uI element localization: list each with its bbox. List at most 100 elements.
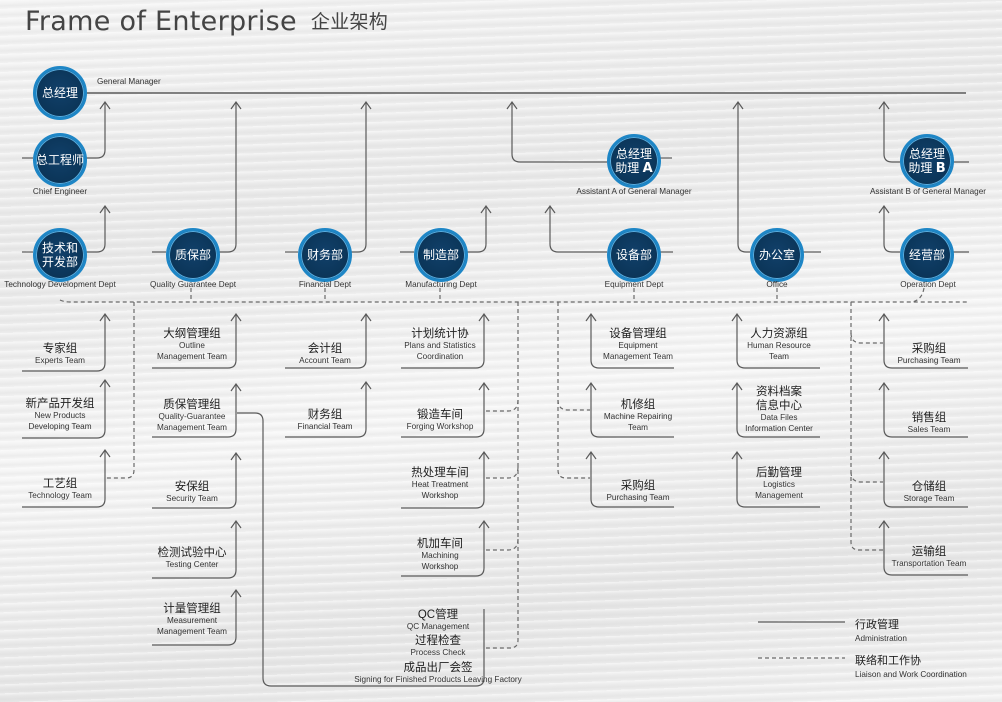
node-assistant-b-text: 总经理助理 B <box>908 147 945 176</box>
liaison-op-purchasing <box>850 332 883 344</box>
quality-dept-cn: 质保部 <box>174 248 211 262</box>
node-operation-dept[interactable]: 经营部 <box>900 228 954 282</box>
team-name-en: Purchasing Team <box>606 493 670 502</box>
team-name-cn: 设备管理组 <box>609 328 667 340</box>
equipment-dept-label: Equipment Dept <box>604 280 664 289</box>
team-name-cn: 仓储组 <box>911 481 947 493</box>
arrow-head-icon <box>878 100 890 110</box>
operation-team-1 <box>883 383 968 438</box>
team-name-en: Equipment <box>618 341 658 350</box>
finance-to-gm <box>349 102 367 253</box>
operation-dept-cn: 经营部 <box>908 248 945 262</box>
team-name-cn: 热处理车间 <box>411 467 469 479</box>
node-chief-engineer[interactable]: 总工程师 <box>33 133 87 187</box>
arrow-head-icon <box>731 312 743 322</box>
manufacturing-team-3 <box>401 521 485 577</box>
manufacturing-dept-label: Manufacturing Dept <box>405 280 477 289</box>
tech-dev-cn-line1: 技术和 <box>41 241 78 255</box>
team-name-cn: 计量管理组 <box>163 603 221 615</box>
team-name-en: Team <box>768 351 790 361</box>
team-name-en: Management Team <box>157 351 227 361</box>
team-name-en: Logistics <box>763 480 795 489</box>
team-name-cn: 检测试验中心 <box>157 547 227 559</box>
node-assistant-a[interactable]: 总经理助理 A <box>607 134 661 188</box>
office-to-gm <box>737 102 750 253</box>
tech-dev-to-chief <box>84 206 106 253</box>
liaison-operation-vertical <box>850 302 883 551</box>
node-manufacturing-dept[interactable]: 制造部 <box>414 228 468 282</box>
operation-team-2 <box>883 452 968 508</box>
node-assistant-b[interactable]: 总经理助理 B <box>900 134 954 188</box>
team-name-cn: 采购组 <box>911 343 947 355</box>
team-name-cn: 机加车间 <box>417 538 463 550</box>
team-name-en: Account Team <box>299 356 351 365</box>
arrow-head-icon <box>585 381 597 391</box>
team-name-cn: 采购组 <box>620 480 656 492</box>
quality-to-qc-line <box>237 412 485 687</box>
team-name-cn: 计划统计协 <box>411 328 469 340</box>
team-name-en: Measurement <box>166 616 218 625</box>
team-name-en: Transportation Team <box>891 559 967 568</box>
arrow-head-icon <box>230 451 242 461</box>
node-quality-dept[interactable]: 质保部 <box>166 228 220 282</box>
arrow-head-icon <box>99 378 111 388</box>
team-name-en: Plans and Statistics <box>404 341 476 350</box>
arrow-head-icon <box>878 312 890 322</box>
team-name-en: Workshop <box>421 490 459 500</box>
team-name-cn: 过程检查 <box>415 635 461 647</box>
legend-dashed-cn: 联络和工作协 <box>855 655 921 667</box>
quality-team-0 <box>152 314 237 369</box>
team-name-en: Human Resource <box>747 341 811 350</box>
team-name-en: Data Files <box>760 413 798 422</box>
arrow-head-icon <box>506 100 518 110</box>
node-office[interactable]: 办公室 <box>750 228 804 282</box>
team-name-en: Information Center <box>745 423 813 433</box>
team-name-cn: 运输组 <box>911 546 947 558</box>
team-name-cn: 机修组 <box>620 399 656 411</box>
team-name-en: Management Team <box>603 351 673 361</box>
equipment-team-0 <box>590 314 674 369</box>
node-finance-dept[interactable]: 财务部 <box>298 228 352 282</box>
node-equipment-dept[interactable]: 设备部 <box>607 228 661 282</box>
arrow-head-icon <box>99 100 111 110</box>
tech-team-0 <box>22 314 106 372</box>
liaison-heat <box>486 466 519 479</box>
quality-team-2 <box>152 453 237 509</box>
arrow-head-icon <box>478 450 490 460</box>
node-tech-dev-dept[interactable]: 技术和开发部 <box>33 228 87 282</box>
team-name-en: Financial Team <box>297 422 353 431</box>
arrow-head-icon <box>544 204 556 214</box>
liaison-forging <box>486 399 519 412</box>
finance-team-1 <box>285 382 367 438</box>
node-general-manager[interactable]: 总经理 <box>33 66 87 120</box>
